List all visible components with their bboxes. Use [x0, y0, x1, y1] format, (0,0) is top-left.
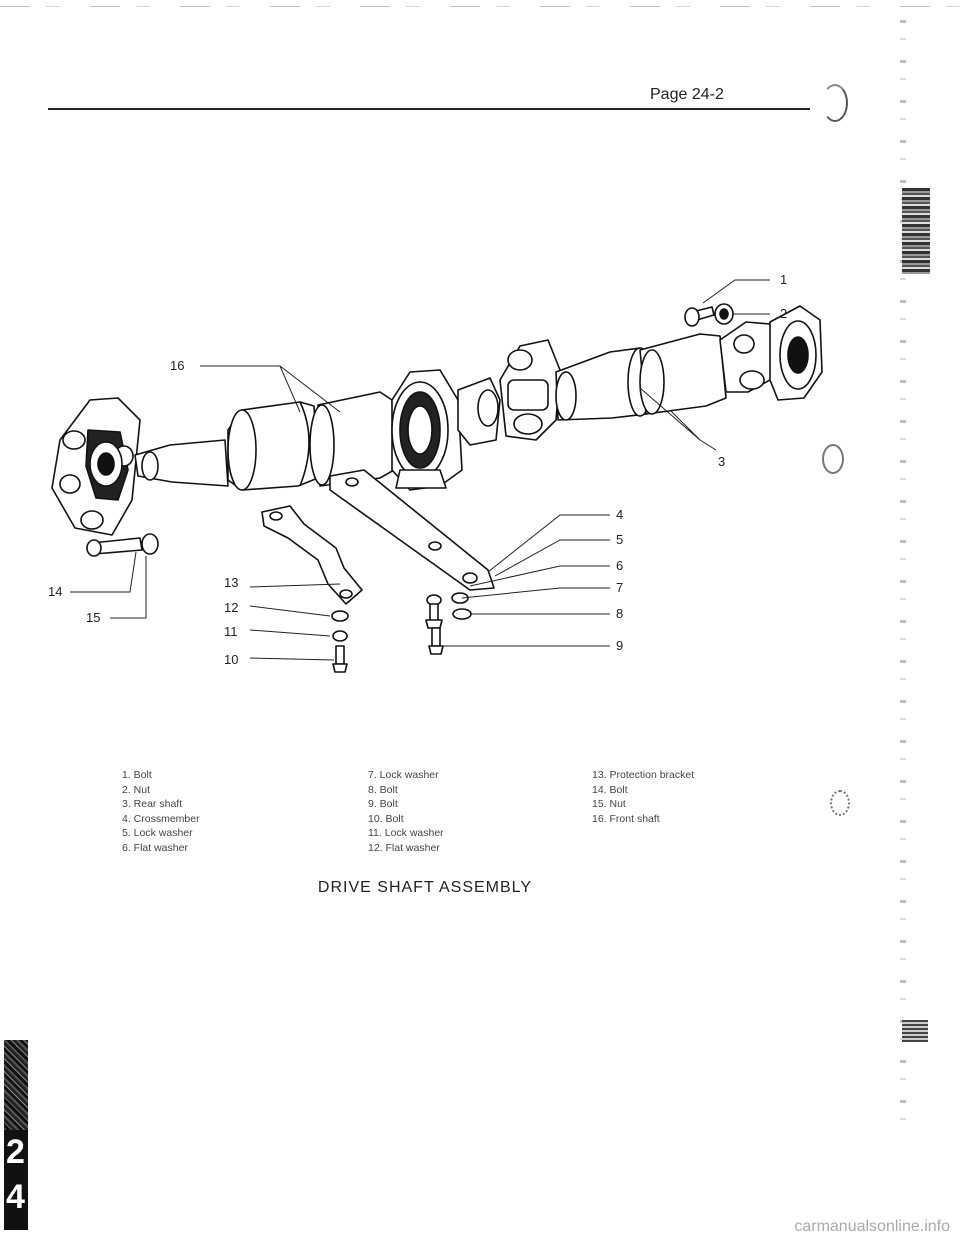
- legend-item: 10. Bolt: [368, 812, 404, 825]
- legend-item: 14. Bolt: [592, 783, 628, 796]
- legend-column-2: 7. Lock washer 8. Bolt 9. Bolt 10. Bolt …: [368, 768, 444, 855]
- callout-4: 4: [616, 507, 623, 522]
- section-thumb-tab: [4, 1040, 28, 1230]
- legend-item: 13. Protection bracket: [592, 769, 695, 781]
- legend-item: 15. Nut: [592, 798, 626, 810]
- legend-item: 4. Crossmember: [122, 812, 200, 825]
- flex-coupling-front: [51, 397, 141, 536]
- legend-item: 5. Lock washer: [122, 827, 193, 839]
- page-number: Page 24-2: [650, 86, 724, 103]
- callout-15: 15: [86, 610, 100, 625]
- callout-5: 5: [616, 532, 623, 547]
- watermark: carmanualsonline.info: [794, 1218, 950, 1235]
- scan-edge-block: [902, 188, 930, 274]
- legend-item: 11. Lock washer: [368, 827, 444, 839]
- callout-14: 14: [48, 584, 62, 599]
- legend-item: 7. Lock washer: [368, 769, 439, 781]
- scan-edge-block: [902, 1020, 928, 1042]
- section-tab-digit: 2: [6, 1133, 25, 1171]
- callout-8: 8: [616, 606, 623, 621]
- crossmember: [329, 469, 495, 591]
- legend-item: 9. Bolt: [368, 798, 398, 810]
- scan-noise: [0, 6, 960, 7]
- legend-item: 1. Bolt: [122, 769, 152, 781]
- protection-bracket: [261, 505, 363, 605]
- universal-joint-rear: [719, 305, 823, 401]
- universal-joint-center: [499, 339, 561, 441]
- legend-item: 3. Rear shaft: [122, 798, 183, 810]
- legend-column-3: 13. Protection bracket 14. Bolt 15. Nut …: [592, 768, 694, 826]
- legend-item: 8. Bolt: [368, 783, 398, 796]
- callout-13: 13: [224, 575, 238, 590]
- binding-hole-icon: [822, 84, 848, 122]
- callout-1: 1: [780, 272, 787, 287]
- binding-hole-icon: [822, 444, 844, 474]
- legend-item: 16. Front shaft: [592, 812, 660, 825]
- binding-hole-icon: [830, 790, 850, 816]
- callout-6: 6: [616, 558, 623, 573]
- section-tab-digit: 4: [6, 1178, 25, 1216]
- callout-7: 7: [616, 580, 623, 595]
- header-rule: [48, 108, 810, 110]
- legend-column-1: 1. Bolt 2. Nut 3. Rear shaft 4. Crossmem…: [122, 768, 200, 855]
- legend-item: 2. Nut: [122, 783, 151, 796]
- legend-item: 6. Flat washer: [122, 841, 188, 854]
- legend-item: 12. Flat washer: [368, 841, 440, 854]
- callout-11: 11: [224, 624, 238, 639]
- callout-3: 3: [718, 454, 725, 469]
- callout-9: 9: [616, 638, 623, 653]
- callout-12: 12: [224, 600, 238, 615]
- figure-caption: DRIVE SHAFT ASSEMBLY: [317, 879, 533, 896]
- scan-edge-marks: [900, 20, 906, 1120]
- callout-16: 16: [170, 358, 184, 373]
- callout-2: 2: [780, 306, 787, 321]
- callout-10: 10: [224, 652, 238, 667]
- center-bearing: [391, 369, 463, 491]
